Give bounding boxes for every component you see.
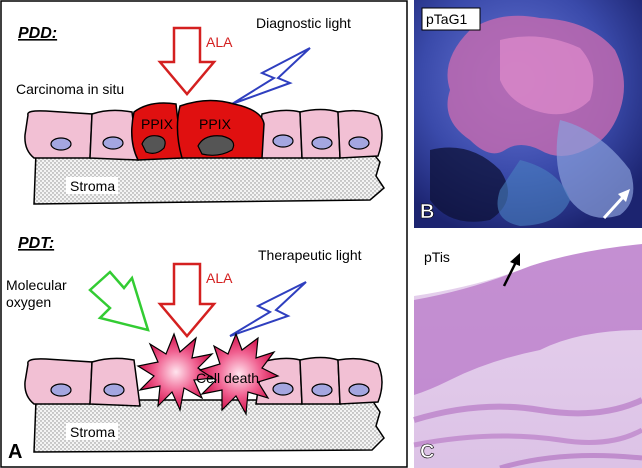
pdt-nucleus [311,383,333,397]
panel-b-white-arrow-icon [602,189,630,220]
pdd-nucleus [102,136,124,150]
pdd-nucleus [272,134,294,148]
pdt-nucleus [272,382,294,396]
pdd-light-label: Diagnostic light [256,15,351,31]
pdt-section: PDT: ALA Therapeutic light Molecular oxy… [6,235,385,453]
pdt-ala-label: ALA [206,270,233,286]
pdt-light-label: Therapeutic light [258,247,362,263]
pdt-cell [337,357,383,405]
pdd-cell [337,109,383,159]
panel-b-caption: pTaG1 [426,11,467,27]
pdd-ppix-label-2: PPIX [199,116,232,132]
panel-b-letter: B [420,201,434,223]
pdt-nucleus [103,383,125,397]
pdd-ppix-nucleus [197,135,235,156]
pdt-stroma-label-bg [66,423,118,440]
pdt-cell [299,356,341,405]
pdt-starburst-icon [198,332,280,416]
pdd-nucleus [311,136,333,150]
pdt-light-bolt-icon [229,281,307,337]
pdd-nucleus [50,137,72,151]
pdd-ppix-cell: PPIX [176,99,265,159]
pdt-nucleus [348,383,370,397]
pdt-oxygen-label-2: oxygen [6,294,51,310]
pdd-cell [89,109,139,161]
pdd-stroma-label-bg [66,177,118,194]
pdt-stroma-label: Stroma [70,424,115,440]
panel-c-epithelium [414,242,642,395]
panel-c: pTis C [413,238,642,468]
pdd-lesion-label: Carcinoma in situ [16,81,124,97]
pdd-section: PDD: ALA Diagnostic light Carcinoma in s… [16,15,385,205]
pdt-starburst-icon [136,332,216,413]
pdd-cell [24,110,93,159]
panel-c-letter: C [420,441,434,463]
pdt-heading: PDT: [18,235,54,252]
pdt-cell [24,358,93,405]
pdd-cell [299,108,341,159]
pdt-oxygen-label-1: Molecular [6,277,67,293]
pdd-ppix-cell: PPIX [131,102,183,161]
pdd-nucleus [348,136,370,150]
pdd-ppix-nucleus [141,135,166,154]
pdt-ala-arrow-icon [157,262,217,338]
panel-c-black-arrow-icon [502,253,520,287]
panel-b: pTaG1 B [414,0,642,228]
pdt-cell [89,357,141,407]
panel-b-caption-bg [421,7,481,31]
pdd-heading: PDD: [18,25,57,42]
pdd-ppix-label-1: PPIX [141,116,174,132]
pdt-effect-label: Cell death [196,370,259,386]
pdd-ala-arrow-icon [157,26,217,96]
pdt-oxygen-arrow-icon [88,270,150,332]
pdd-ala-label: ALA [206,34,233,50]
panel-c-caption: pTis [424,249,450,265]
panel-a: PDD: ALA Diagnostic light Carcinoma in s… [0,0,408,468]
pdd-stroma-label: Stroma [70,178,115,194]
panel-a-letter: A [8,441,22,463]
pdt-nucleus [50,383,72,397]
